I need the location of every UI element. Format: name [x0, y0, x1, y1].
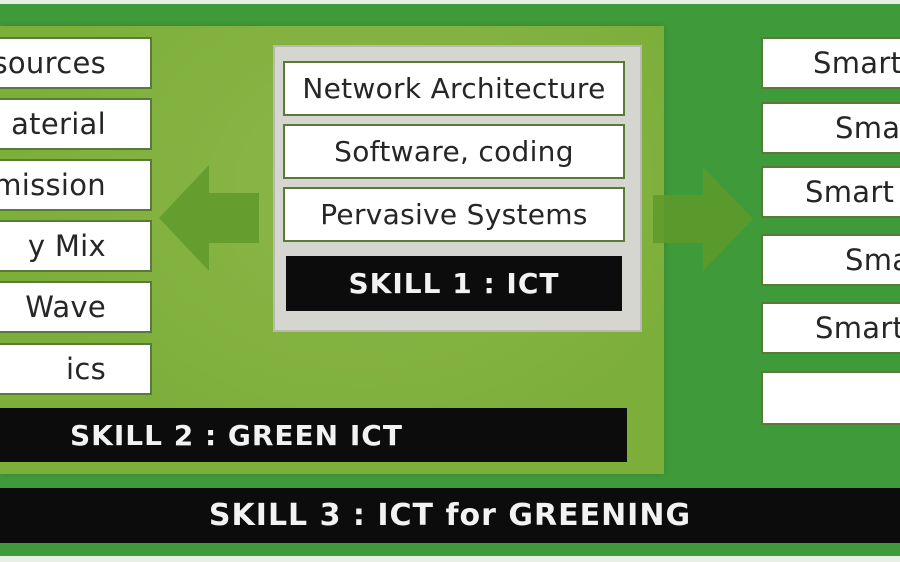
arrow-right-icon	[653, 167, 753, 271]
left-item-label: aterial	[11, 107, 106, 141]
right-item-smart-4: Sma	[761, 234, 900, 286]
skill1-label: SKILL 1 : ICT	[348, 267, 560, 300]
right-item-label: Smart	[805, 175, 895, 209]
left-item-resources: sources	[0, 37, 152, 89]
ict-item-label: Software, coding	[334, 135, 574, 168]
left-item-material: aterial	[0, 98, 152, 150]
right-item-smart-2: Sma	[761, 102, 900, 154]
arrow-left-icon	[159, 165, 259, 271]
ict-item-pervasive-systems: Pervasive Systems	[283, 187, 625, 242]
skill2-bar: SKILL 2 : GREEN ICT	[0, 408, 627, 462]
ict-item-network-architecture: Network Architecture	[283, 61, 625, 116]
left-item-energy-mix: y Mix	[0, 220, 152, 272]
ict-item-label: Pervasive Systems	[320, 198, 588, 231]
left-item-emission: mission	[0, 159, 152, 211]
skill3-label: SKILL 3 : ICT for GREENING	[208, 498, 692, 533]
right-item-label: Smart	[813, 46, 900, 80]
right-item-smart-3: Smart	[761, 166, 900, 218]
bottom-border	[0, 556, 900, 562]
left-item-label: Wave	[25, 290, 106, 324]
right-item-label: Sma	[835, 111, 900, 145]
left-item-ics: ics	[0, 343, 152, 395]
left-item-label: mission	[0, 168, 106, 202]
ict-item-software-coding: Software, coding	[283, 124, 625, 179]
top-border	[0, 0, 900, 4]
left-item-wave: Wave	[0, 281, 152, 333]
right-item-empty	[761, 371, 900, 425]
right-item-label: Smart	[815, 311, 900, 345]
left-item-label: ics	[65, 352, 106, 386]
ict-item-label: Network Architecture	[302, 72, 606, 105]
right-item-smart-1: Smart	[761, 37, 900, 89]
left-item-label: y Mix	[27, 229, 106, 263]
right-item-label: Sma	[845, 243, 900, 277]
skill3-bar: SKILL 3 : ICT for GREENING	[0, 488, 900, 543]
left-item-label: sources	[0, 46, 106, 80]
skill1-bar: SKILL 1 : ICT	[286, 256, 622, 311]
right-item-smart-5: Smart	[761, 302, 900, 354]
skill2-label: SKILL 2 : GREEN ICT	[70, 418, 403, 452]
